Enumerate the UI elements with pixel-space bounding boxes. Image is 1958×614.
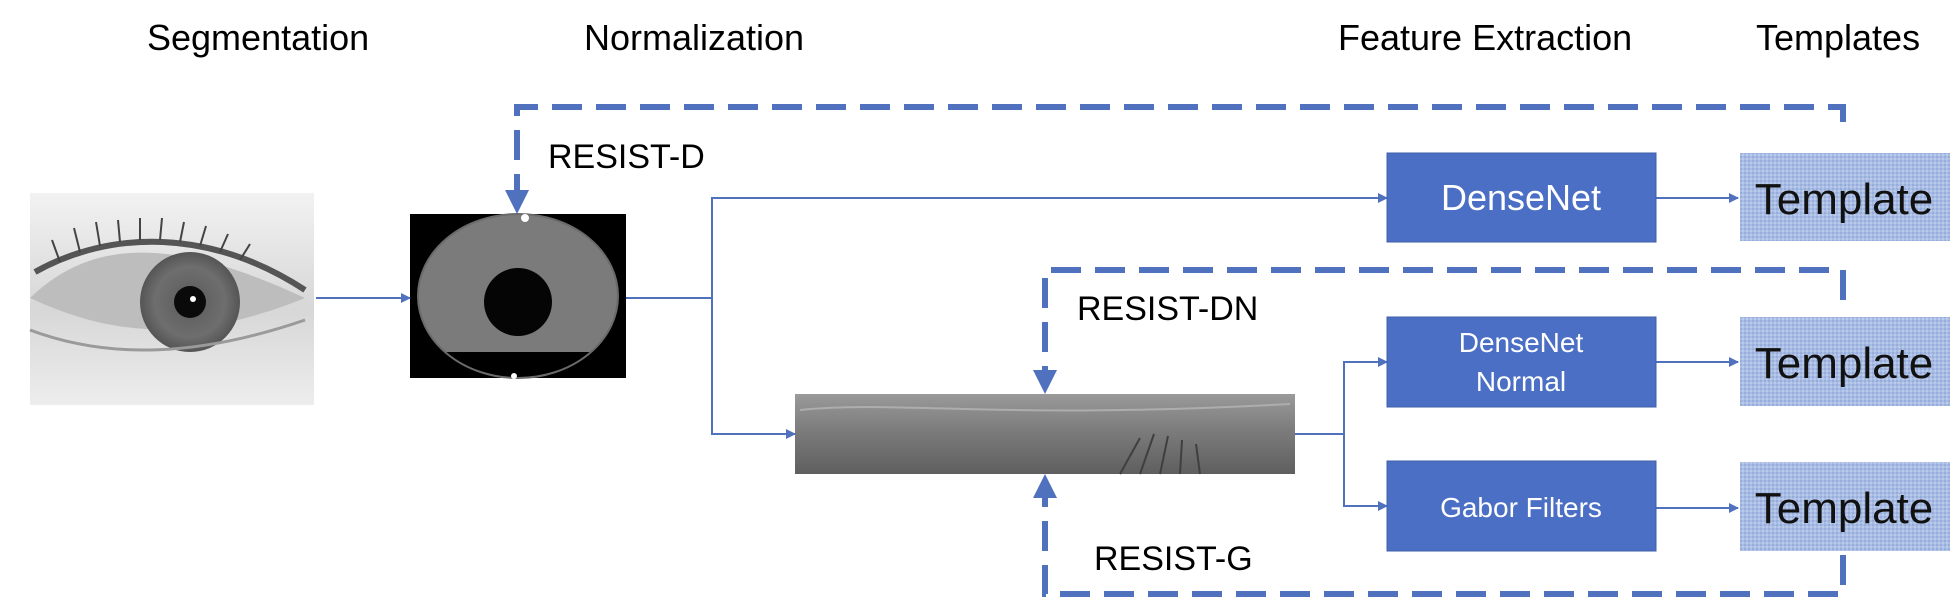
resist-dn-arrowhead xyxy=(1033,370,1057,394)
template-label-1: Template xyxy=(1755,175,1934,224)
stage-header-feature-extraction: Feature Extraction xyxy=(1338,17,1632,58)
template-box-3: Template xyxy=(1740,462,1950,551)
forward-flow xyxy=(316,193,1739,513)
arrow-to-gabor xyxy=(1343,434,1388,511)
stage-header-templates: Templates xyxy=(1756,17,1920,58)
template-label-2: Template xyxy=(1755,339,1934,388)
segmented-iris-icon xyxy=(410,213,626,379)
densenet-label: DenseNet xyxy=(1441,177,1601,218)
densenet-normal-box: DenseNet Normal xyxy=(1386,316,1657,408)
resist-d-label: RESIST-D xyxy=(548,138,705,176)
resist-g-arrowhead xyxy=(1033,474,1057,498)
template-box-1: Template xyxy=(1740,153,1950,241)
resist-dn-label: RESIST-DN xyxy=(1077,290,1258,328)
feedback-loops xyxy=(505,104,1846,597)
densenet-normal-label-line1: DenseNet xyxy=(1459,327,1584,358)
stage-header-segmentation: Segmentation xyxy=(147,17,369,58)
gabor-filters-label: Gabor Filters xyxy=(1440,492,1602,523)
normalized-iris-strip-icon xyxy=(795,394,1295,475)
template-box-2: Template xyxy=(1740,317,1950,406)
arrow-to-densenet xyxy=(626,193,1388,299)
densenet-box: DenseNet xyxy=(1386,152,1657,243)
arrow-to-densenet-normal xyxy=(1343,357,1388,434)
template-label-3: Template xyxy=(1755,484,1934,533)
resist-g-loop xyxy=(1042,498,1846,597)
resist-d-loop xyxy=(514,104,1846,190)
arrow-to-normalized-strip xyxy=(711,298,796,439)
resist-dn-loop xyxy=(1042,267,1846,370)
resist-g-label: RESIST-G xyxy=(1094,540,1253,578)
densenet-normal-label-line2: Normal xyxy=(1476,366,1566,397)
resist-d-arrowhead xyxy=(505,190,529,214)
eye-photo-icon xyxy=(29,193,314,405)
stage-header-normalization: Normalization xyxy=(584,17,804,58)
gabor-filters-box: Gabor Filters xyxy=(1386,460,1657,552)
